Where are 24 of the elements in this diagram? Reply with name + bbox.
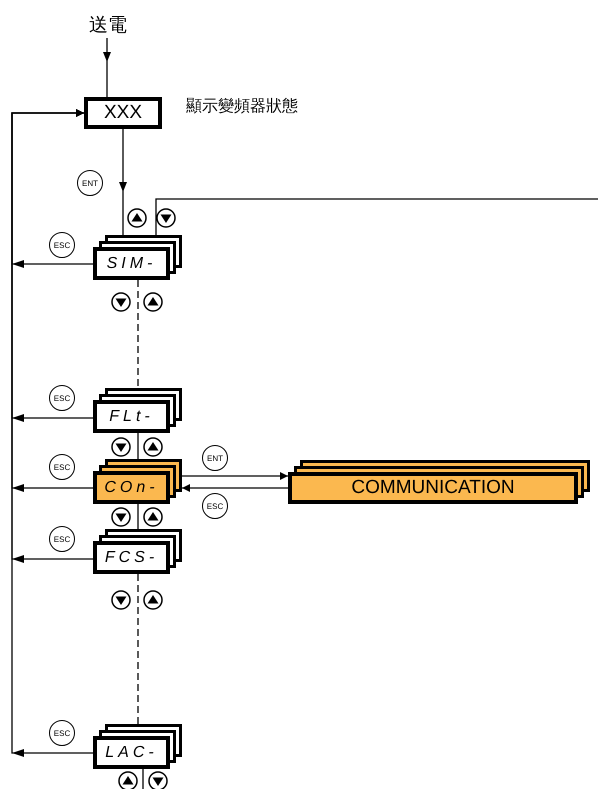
display-code: COn- bbox=[104, 478, 159, 496]
node-label: XXX bbox=[104, 102, 142, 124]
display-code: SIM- bbox=[106, 254, 156, 272]
display-code: LAC- bbox=[105, 744, 158, 762]
menu-stack bbox=[288, 460, 590, 504]
key-label: ESC bbox=[49, 232, 75, 258]
display-stack bbox=[93, 459, 182, 504]
display-code: FCS- bbox=[104, 548, 158, 566]
display-code: FLt- bbox=[109, 408, 154, 426]
status-display bbox=[84, 97, 162, 129]
key-label: ENT bbox=[77, 170, 103, 196]
key-label: ESC bbox=[49, 454, 75, 480]
node-label: COMMUNICATION bbox=[351, 477, 515, 499]
key-label: ESC bbox=[49, 385, 75, 411]
node-label: 送電 bbox=[89, 14, 127, 38]
key-label: ESC bbox=[49, 526, 75, 552]
display-stack bbox=[93, 388, 182, 433]
display-stack bbox=[93, 724, 182, 769]
key-label: ENT bbox=[202, 445, 228, 471]
key-label: ESC bbox=[202, 493, 228, 519]
status-caption: 顯示變頻器狀態 bbox=[186, 96, 298, 117]
key-label: ESC bbox=[49, 720, 75, 746]
display-stack bbox=[93, 235, 182, 280]
display-stack bbox=[93, 529, 182, 574]
